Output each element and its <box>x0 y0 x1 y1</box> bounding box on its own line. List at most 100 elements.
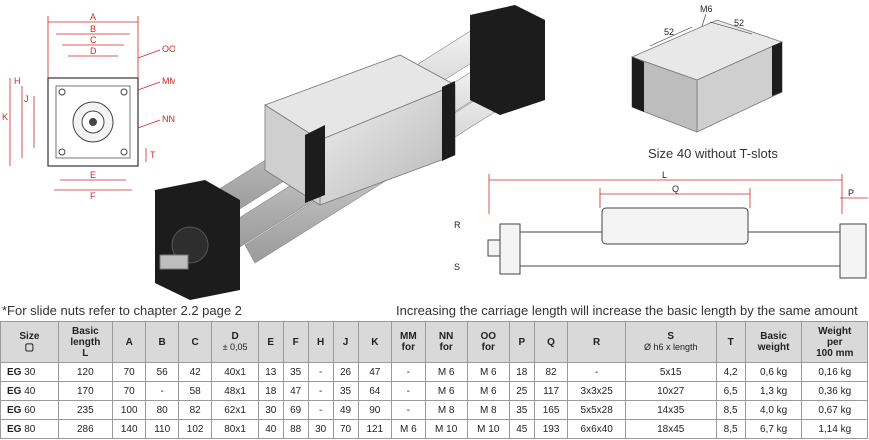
table-cell: 13 <box>257 362 284 382</box>
table-cell: 120 <box>57 362 113 382</box>
left-end-plate <box>499 223 521 275</box>
label-q: Q <box>672 184 679 194</box>
table-cell: 165 <box>533 400 569 420</box>
table-cell: 6,7 kg <box>744 419 803 439</box>
header-cell: Q <box>533 321 569 363</box>
table-cell: 30 <box>257 400 284 420</box>
table-cell: 90 <box>357 400 393 420</box>
table-cell: 6x6x40 <box>567 419 626 439</box>
size-cell: EG 60 <box>0 400 59 420</box>
table-cell: 0,6 kg <box>744 362 803 382</box>
table-cell: 64 <box>357 381 393 401</box>
label-b: B <box>90 24 96 34</box>
label-l: L <box>662 170 667 180</box>
header-cell: B <box>145 321 179 363</box>
table-cell: 70 <box>111 381 147 401</box>
table-cell: 6,5 <box>715 381 746 401</box>
table-cell: M 6 <box>391 419 426 439</box>
table-cell: M 10 <box>424 419 468 439</box>
label-r: R <box>454 220 461 230</box>
table-cell: 47 <box>282 381 309 401</box>
right-end-plate <box>839 223 867 279</box>
label-mm: MM* <box>162 76 175 86</box>
table-cell: M 8 <box>466 400 510 420</box>
label-k: K <box>2 112 8 122</box>
table-cell: 62x1 <box>211 400 259 420</box>
label-j: J <box>24 94 29 104</box>
table-cell: 4,0 kg <box>744 400 803 420</box>
table-cell: 140 <box>111 419 147 439</box>
header-cell: C <box>177 321 213 363</box>
table-cell: 82 <box>533 362 569 382</box>
table-cell: 88 <box>282 419 309 439</box>
table-cell: M 6 <box>424 381 468 401</box>
table-cell: 82 <box>177 400 213 420</box>
label-oo: OO* <box>162 44 175 54</box>
header-cell: R <box>567 321 626 363</box>
table-cell: 14x35 <box>624 400 717 420</box>
table-cell: 70 <box>332 419 359 439</box>
table-cell: M 6 <box>466 362 510 382</box>
table-cell: 5x5x28 <box>567 400 626 420</box>
table-cell: 35 <box>508 400 535 420</box>
table-cell: 3x3x25 <box>567 381 626 401</box>
label-p: P <box>848 188 854 198</box>
table-cell: 102 <box>177 419 213 439</box>
size-cell: EG 30 <box>0 362 59 382</box>
table-cell: 40 <box>257 419 284 439</box>
table-cell: 26 <box>332 362 359 382</box>
table-cell: 58 <box>177 381 213 401</box>
size-cell: EG 40 <box>0 381 59 401</box>
label-d: D <box>90 46 97 56</box>
table-cell: 30 <box>307 419 334 439</box>
table-cell: M 6 <box>466 381 510 401</box>
table-cell: 0,67 kg <box>801 400 868 420</box>
table-cell: 286 <box>57 419 113 439</box>
shaft <box>159 254 189 270</box>
table-cell: 5x15 <box>624 362 717 382</box>
table-cell: 193 <box>533 419 569 439</box>
table-cell: 170 <box>57 381 113 401</box>
table-cell: M 6 <box>424 362 468 382</box>
table-cell: 80 <box>145 400 179 420</box>
header-cell: Size▢ <box>0 321 59 363</box>
header-cell: T <box>715 321 746 363</box>
table-cell: 0,16 kg <box>801 362 868 382</box>
table-cell: 110 <box>145 419 179 439</box>
label-f: F <box>90 191 96 200</box>
table-cell: 42 <box>177 362 213 382</box>
table-cell: 117 <box>533 381 569 401</box>
header-cell: F <box>282 321 309 363</box>
header-cell: E <box>257 321 284 363</box>
drawing-area: A B C D OO* MM* NN* J K H E F T <box>2 4 868 300</box>
table-cell: 4,2 <box>715 362 746 382</box>
label-c: C <box>90 35 97 45</box>
right-end-block <box>470 5 545 115</box>
size-cell: EG 80 <box>0 419 59 439</box>
table-cell: 8,5 <box>715 400 746 420</box>
table-cell: 1,3 kg <box>744 381 803 401</box>
table-cell: 8,5 <box>715 419 746 439</box>
dim-m6: M6 <box>700 4 713 14</box>
table-cell: - <box>391 381 426 401</box>
carriage-length-note: Increasing the carriage length will incr… <box>396 303 858 318</box>
carriage-small-view: 52 M6 52 <box>630 4 784 133</box>
label-t: T <box>150 150 156 160</box>
label-a: A <box>90 12 96 22</box>
table-cell: 35 <box>332 381 359 401</box>
table-cell: 235 <box>57 400 113 420</box>
table-cell: 48x1 <box>211 381 259 401</box>
table-cell: 56 <box>145 362 179 382</box>
header-cell: P <box>508 321 535 363</box>
table-cell: 25 <box>508 381 535 401</box>
table-cell: - <box>307 381 334 401</box>
